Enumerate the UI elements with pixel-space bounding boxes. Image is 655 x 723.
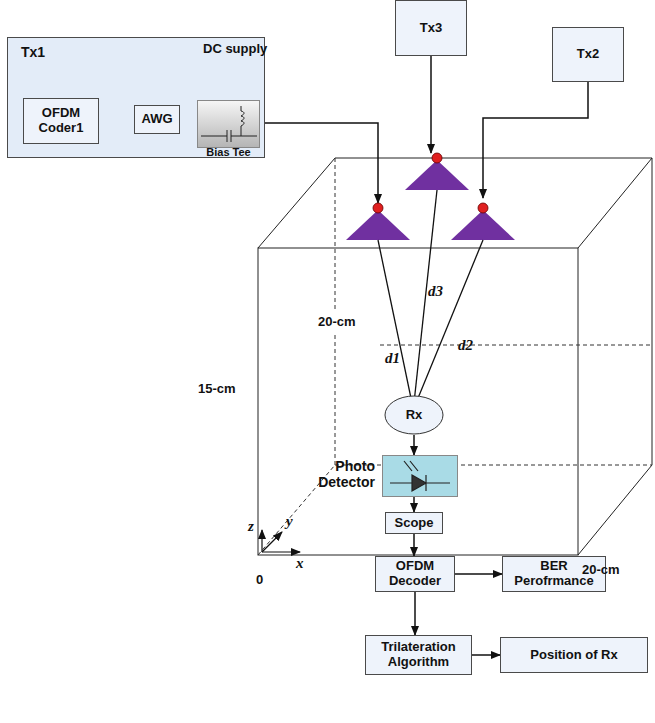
photo-detector: Photo Detector	[300, 455, 458, 497]
supply-label: DC supply	[203, 41, 267, 56]
process-box: AWG	[134, 105, 180, 134]
dimension-label: 20-cm	[318, 314, 356, 329]
node-label: Tx3	[417, 21, 445, 36]
axis-label: y	[286, 513, 293, 530]
axis-label: 0	[256, 572, 263, 587]
distance-label: d3	[428, 283, 443, 300]
distance-label: d2	[458, 337, 473, 354]
node-label: Scope	[391, 516, 436, 531]
process-box: OFDM Coder1	[23, 98, 99, 144]
receiver-ellipse: Rx	[384, 395, 444, 435]
dimension-label: 20-cm	[582, 562, 620, 577]
node-label: Tx1	[18, 44, 48, 60]
transmitter-box: Tx3	[395, 0, 467, 56]
flow-arrow	[472, 654, 500, 656]
flow-arrow	[414, 592, 416, 635]
node-label: Tx2	[574, 47, 602, 62]
axis-label: z	[248, 518, 254, 535]
node-label: Photo Detector	[300, 458, 378, 490]
process-box: OFDM Decoder	[375, 556, 455, 592]
axis-label: x	[296, 555, 304, 572]
node-label: OFDM Decoder	[376, 559, 454, 589]
dimension-label: 15-cm	[198, 381, 236, 396]
node-label: Bias Tee	[197, 146, 260, 159]
output-box: Position of Rx	[500, 637, 648, 673]
transmitter-box: Tx2	[552, 27, 624, 82]
bias-tee: Bias Tee	[197, 100, 260, 158]
process-box: Trilateration Algorithm	[365, 635, 472, 675]
room-front-face	[258, 248, 578, 555]
flow-arrow	[455, 573, 502, 575]
bias-tee-symbol	[197, 100, 260, 148]
node-label: Trilateration Algorithm	[366, 640, 471, 670]
led-transmitter	[346, 153, 515, 240]
node-label: OFDM Coder1	[24, 106, 98, 136]
node-label: Rx	[403, 408, 426, 423]
distance-label: d1	[385, 350, 400, 367]
flow-arrow	[413, 497, 415, 512]
node-label: AWG	[138, 112, 175, 127]
node-label: Position of Rx	[527, 648, 620, 663]
flow-arrow	[413, 534, 415, 556]
process-box: Scope	[385, 512, 443, 534]
flow-arrow	[413, 435, 415, 455]
